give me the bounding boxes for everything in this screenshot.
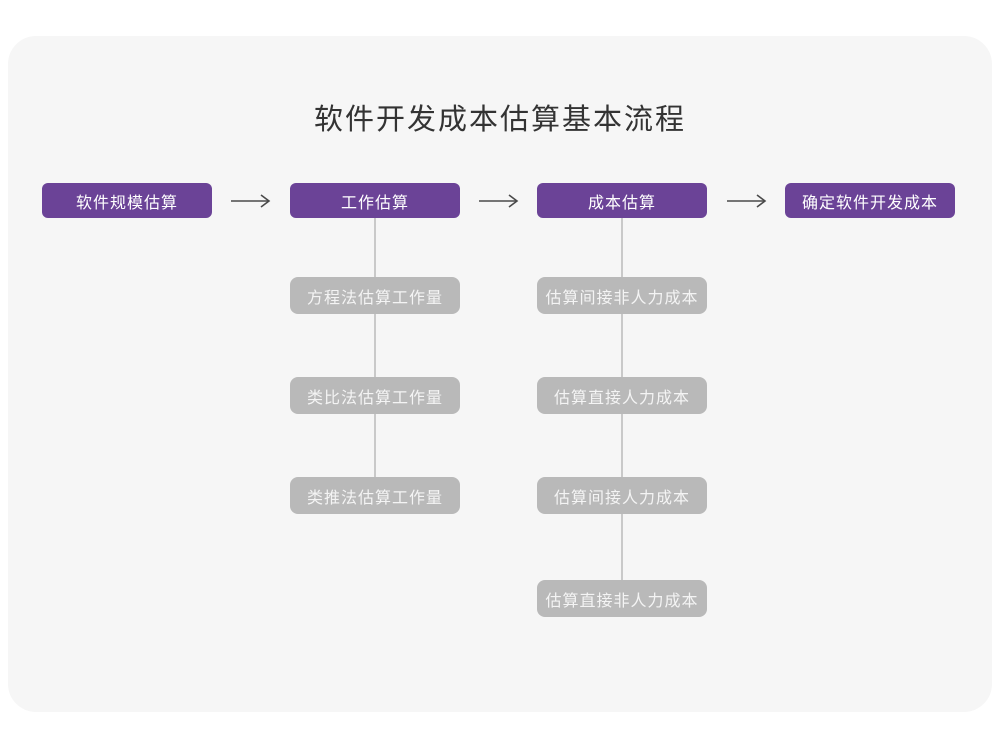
node-label: 方程法估算工作量 <box>306 289 443 307</box>
node-analogy-method: 类比法估算工作量 <box>290 377 460 414</box>
node-label: 成本估算 <box>587 194 656 212</box>
node-label: 估算直接人力成本 <box>553 389 690 407</box>
node-indirect-non-labor-cost: 估算间接非人力成本 <box>537 277 707 314</box>
node-label: 估算直接非人力成本 <box>545 592 699 610</box>
node-work-estimation: 工作估算 <box>290 183 460 218</box>
flow-arrow-icon <box>726 193 768 209</box>
diagram-title: 软件开发成本估算基本流程 <box>313 104 686 136</box>
diagram-card <box>8 36 992 712</box>
node-software-scale-estimation: 软件规模估算 <box>42 183 212 218</box>
node-label: 类比法估算工作量 <box>306 389 443 407</box>
flow-arrow-icon <box>478 193 520 209</box>
node-direct-non-labor-cost: 估算直接非人力成本 <box>537 580 707 617</box>
node-determine-development-cost: 确定软件开发成本 <box>785 183 955 218</box>
node-label: 类推法估算工作量 <box>306 489 443 507</box>
work-estimation-connector-line <box>374 218 376 479</box>
node-label: 软件规模估算 <box>75 194 178 212</box>
node-extrapolation-method: 类推法估算工作量 <box>290 477 460 514</box>
node-direct-labor-cost: 估算直接人力成本 <box>537 377 707 414</box>
flow-arrow-icon <box>230 193 272 209</box>
node-cost-estimation: 成本估算 <box>537 183 707 218</box>
node-label: 估算间接人力成本 <box>553 489 690 507</box>
node-label: 估算间接非人力成本 <box>545 289 699 307</box>
node-indirect-labor-cost: 估算间接人力成本 <box>537 477 707 514</box>
node-equation-method: 方程法估算工作量 <box>290 277 460 314</box>
node-label: 确定软件开发成本 <box>801 194 938 212</box>
node-label: 工作估算 <box>340 194 409 212</box>
